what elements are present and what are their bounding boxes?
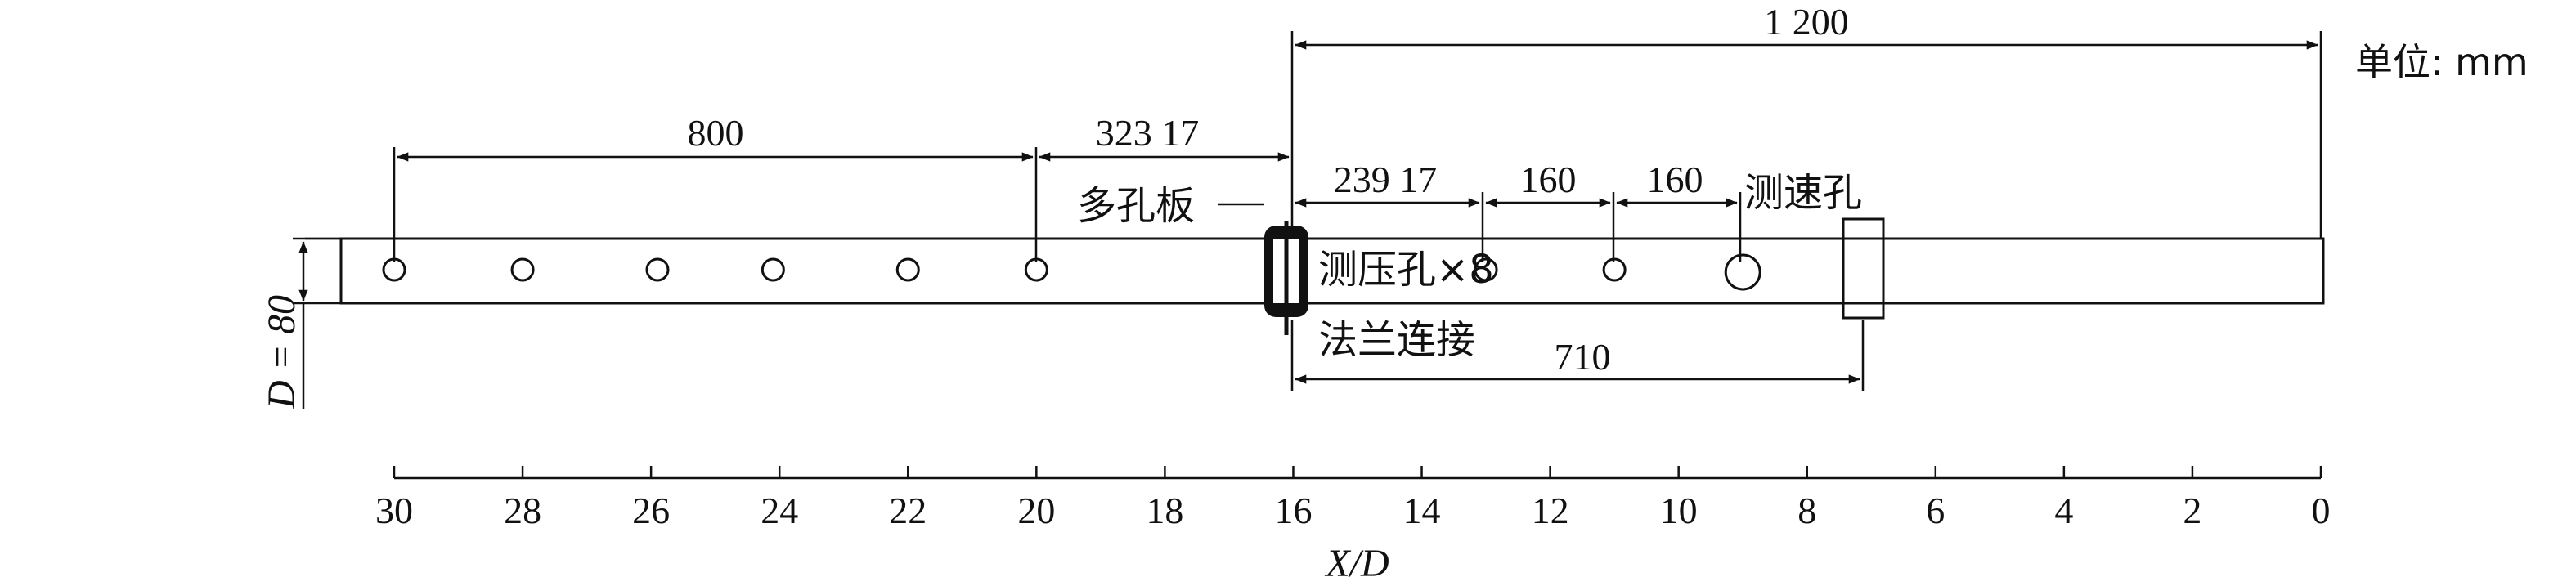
x-axis-tick-label: 28 — [504, 490, 541, 531]
measurement-hole — [1602, 257, 1627, 282]
pressure-taps-label: 测压孔×8 — [1318, 247, 1494, 293]
x-axis-tick-label: 20 — [1017, 490, 1055, 531]
dim-23917-label: 239 17 — [1334, 159, 1438, 200]
velocity-hole — [1724, 253, 1761, 291]
velocity-hole-label: 测速孔 — [1744, 170, 1862, 216]
perforated-plate-flange — [1264, 221, 1308, 335]
x-axis-label: X/D — [1324, 542, 1389, 585]
x-axis-tick-label: 16 — [1274, 490, 1312, 531]
x-axis-tick-label: 4 — [2054, 490, 2073, 531]
x-axis-tick-label: 22 — [889, 490, 927, 531]
x-axis-tick-label: 30 — [375, 490, 413, 531]
x-axis-tick-label: 10 — [1660, 490, 1698, 531]
measurement-hole — [1024, 257, 1048, 282]
measurement-hole — [510, 257, 535, 282]
dim-160a-label: 160 — [1520, 159, 1577, 200]
x-axis-tick-label: 2 — [2183, 490, 2201, 531]
dim-32317-label: 323 17 — [1096, 112, 1200, 154]
x-axis-tick-label: 12 — [1532, 490, 1569, 531]
flange-label: 法兰连接 — [1318, 317, 1475, 363]
measurement-hole — [761, 257, 785, 282]
dim-total-label: 1 200 — [1764, 1, 1849, 42]
velocity-window — [1842, 217, 1885, 320]
x-axis-tick-label: 6 — [1926, 490, 1945, 531]
dim-800-label: 800 — [688, 112, 744, 154]
measurement-hole — [645, 257, 670, 282]
x-axis-tick-label: 8 — [1797, 490, 1816, 531]
measurement-hole — [382, 257, 406, 282]
perforated-plate-label: 多孔板 — [1077, 183, 1195, 229]
unit-label: 单位: mm — [2355, 40, 2529, 84]
x-axis-tick-label: 14 — [1403, 490, 1441, 531]
pipe-body — [339, 237, 2325, 305]
x-axis-tick-label: 24 — [761, 490, 798, 531]
x-axis-tick-label: 18 — [1146, 490, 1183, 531]
x-axis-tick-label: 0 — [2312, 490, 2331, 531]
diameter-label: D = 80 — [260, 295, 303, 409]
measurement-hole — [895, 257, 920, 282]
measurement-hole — [1474, 257, 1498, 282]
x-axis-tick-label: 26 — [632, 490, 670, 531]
dim-160b-label: 160 — [1647, 159, 1703, 200]
dim-710-label: 710 — [1555, 336, 1611, 378]
